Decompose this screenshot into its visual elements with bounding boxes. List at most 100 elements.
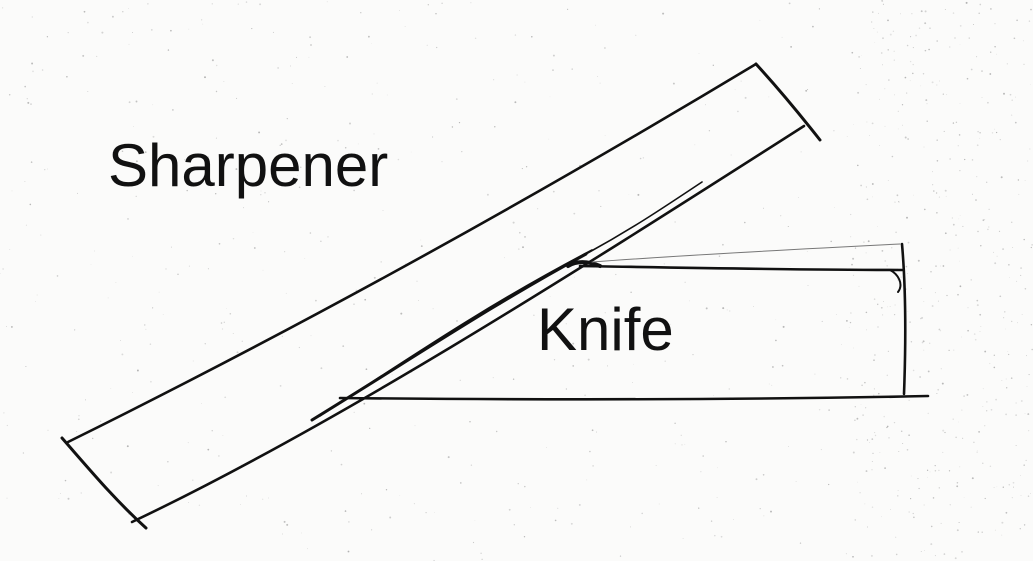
paper-speckle xyxy=(264,192,266,194)
paper-speckle xyxy=(859,492,861,494)
paper-speckle xyxy=(458,122,461,124)
paper-speckle xyxy=(420,245,423,247)
paper-speckle xyxy=(979,331,981,333)
paper-speckle xyxy=(883,301,884,303)
paper-speckle xyxy=(939,80,940,82)
paper-speckle xyxy=(954,37,956,39)
paper-speckle xyxy=(896,194,899,197)
paper-speckle xyxy=(172,154,174,156)
paper-speckle xyxy=(1015,402,1017,404)
paper-speckle xyxy=(404,25,406,27)
paper-speckle xyxy=(78,415,80,417)
paper-speckle xyxy=(946,294,948,297)
paper-speckle xyxy=(944,431,946,434)
paper-speckle xyxy=(807,89,809,90)
paper-speckle xyxy=(399,495,401,496)
paper-speckle xyxy=(942,93,944,95)
paper-speckle xyxy=(218,242,221,245)
paper-speckle xyxy=(1015,96,1016,98)
paper-speckle xyxy=(272,31,274,33)
paper-speckle xyxy=(852,555,854,558)
paper-speckle xyxy=(1014,121,1017,124)
paper-speckle xyxy=(957,145,959,147)
paper-speckle xyxy=(959,260,960,262)
paper-speckle xyxy=(852,451,855,454)
paper-speckle xyxy=(867,240,870,243)
paper-speckle xyxy=(684,443,686,445)
paper-speckle xyxy=(46,36,49,38)
paper-speckle xyxy=(877,326,879,328)
paper-speckle xyxy=(1024,413,1026,414)
paper-speckle xyxy=(241,463,243,465)
paper-speckle xyxy=(1011,320,1013,323)
paper-speckle xyxy=(215,137,217,139)
paper-speckle xyxy=(663,263,665,265)
paper-speckle xyxy=(976,299,979,302)
paper-speckle xyxy=(834,207,836,208)
paper-speckle xyxy=(74,329,76,331)
paper-speckle xyxy=(128,101,131,104)
paper-speckle xyxy=(976,56,978,58)
paper-speckle xyxy=(267,497,269,499)
paper-speckle xyxy=(935,265,937,267)
paper-speckle xyxy=(1028,20,1031,22)
paper-speckle xyxy=(820,449,822,451)
paper-speckle xyxy=(642,157,645,159)
paper-speckle xyxy=(870,554,873,557)
paper-speckle xyxy=(908,399,910,401)
paper-speckle xyxy=(459,482,462,484)
paper-speckle xyxy=(959,103,961,104)
paper-speckle xyxy=(557,507,559,509)
paper-speckle xyxy=(933,190,935,192)
paper-speckle xyxy=(768,96,770,98)
paper-speckle xyxy=(902,124,904,126)
paper-speckle xyxy=(936,393,938,395)
paper-speckle xyxy=(279,144,281,146)
paper-speckle xyxy=(853,347,854,349)
paper-speckle xyxy=(514,34,517,36)
paper-speckle xyxy=(259,3,262,6)
paper-speckle xyxy=(1021,314,1023,315)
paper-speckle xyxy=(441,2,443,4)
paper-speckle xyxy=(845,553,847,555)
paper-speckle xyxy=(858,56,860,58)
paper-speckle xyxy=(682,538,684,540)
paper-speckle xyxy=(805,89,808,92)
paper-speckle xyxy=(976,304,979,307)
paper-speckle xyxy=(1008,264,1010,266)
paper-speckle xyxy=(884,125,886,127)
paper-speckle xyxy=(597,76,599,77)
paper-speckle xyxy=(994,262,997,265)
paper-speckle xyxy=(923,349,925,351)
paper-speckle xyxy=(150,380,152,383)
paper-speckle xyxy=(854,247,857,249)
paper-speckle xyxy=(252,231,254,233)
paper-speckle xyxy=(1012,481,1015,484)
paper-speckle xyxy=(986,181,988,183)
paper-speckle xyxy=(936,139,938,141)
paper-speckle xyxy=(940,368,942,370)
paper-speckle xyxy=(619,555,622,557)
paper-speckle xyxy=(110,471,113,474)
paper-speckle xyxy=(920,550,922,553)
paper-speckle xyxy=(856,438,858,441)
paper-speckle xyxy=(871,438,874,440)
paper-speckle xyxy=(342,345,345,347)
paper-speckle xyxy=(456,320,458,322)
paper-speckle xyxy=(874,41,876,43)
paper-speckle xyxy=(83,10,86,13)
paper-speckle xyxy=(1023,524,1026,526)
paper-speckle xyxy=(874,354,876,356)
paper-speckle xyxy=(872,196,873,198)
paper-speckle xyxy=(907,241,910,244)
paper-speckle xyxy=(930,543,933,546)
paper-speckle xyxy=(883,415,885,418)
paper-speckle xyxy=(989,73,992,75)
paper-speckle xyxy=(521,168,523,170)
paper-speckle xyxy=(906,92,908,94)
paper-speckle xyxy=(60,492,62,494)
paper-speckle xyxy=(936,211,938,214)
knife-spine-edge xyxy=(900,242,907,396)
paper-speckle xyxy=(628,194,630,195)
